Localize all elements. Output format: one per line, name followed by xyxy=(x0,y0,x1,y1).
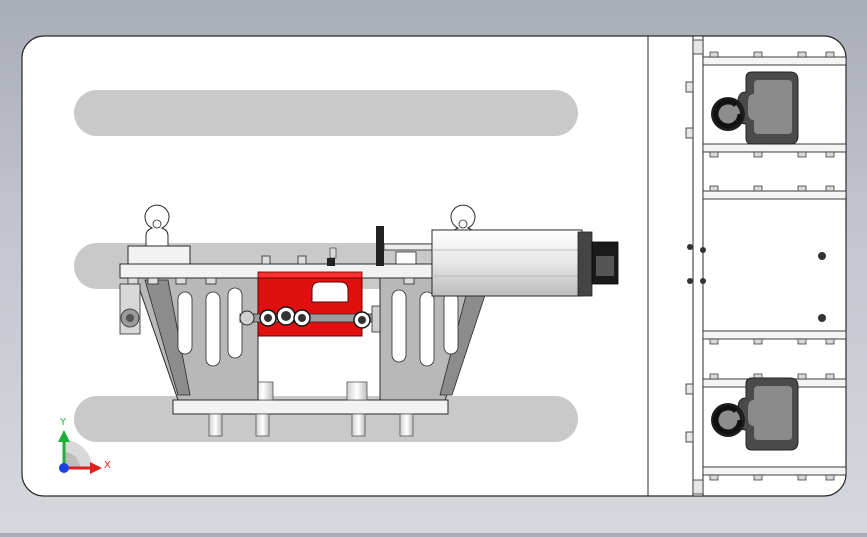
coordinate-triad: Y X xyxy=(58,417,111,474)
right-bracket[interactable] xyxy=(379,275,491,401)
triad-z-axis-icon xyxy=(59,463,69,473)
lead-screw xyxy=(239,305,381,333)
lifting-eye-left xyxy=(127,204,191,265)
motor-mount-red[interactable] xyxy=(257,271,363,337)
slot-top xyxy=(74,90,578,136)
bearing-block-top[interactable] xyxy=(711,71,799,145)
right-rail-assembly[interactable] xyxy=(685,35,847,497)
carriage-assembly[interactable] xyxy=(119,204,619,437)
triad-x-arrow-icon xyxy=(90,462,102,474)
side-roller xyxy=(119,283,141,335)
bearing-block-bottom[interactable] xyxy=(711,377,799,451)
mounting-holes xyxy=(687,244,826,322)
stepper-motor[interactable] xyxy=(431,229,619,297)
bottom-plate xyxy=(172,399,449,415)
platform-hardware xyxy=(327,226,433,266)
triad-y-arrow-icon xyxy=(58,430,70,442)
triad-x-label: X xyxy=(104,460,111,471)
rail-tab-group xyxy=(685,39,704,495)
left-bracket[interactable] xyxy=(134,275,259,401)
triad-y-label: Y xyxy=(59,417,67,428)
rail-bar-bolts xyxy=(709,51,835,481)
